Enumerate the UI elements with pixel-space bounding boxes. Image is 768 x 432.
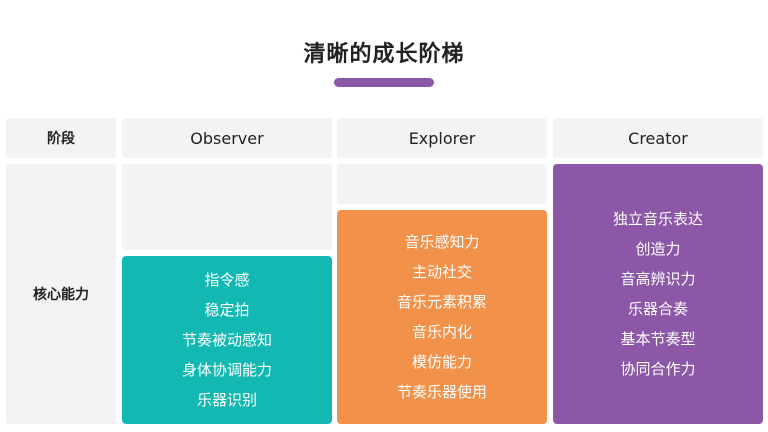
explorer-ability-item: 主动社交	[411, 263, 472, 281]
explorer-ability-item: 节奏乐器使用	[396, 383, 487, 401]
explorer-ability-item: 音乐元素积累	[396, 293, 487, 311]
creator-ability-box: 独立音乐表达 创造力 音高辨识力 乐器合奏 基本节奏型 协同合作力	[553, 164, 763, 424]
header-creator: Creator	[553, 118, 763, 158]
creator-ability-item: 基本节奏型	[620, 330, 696, 348]
observer-ability-item: 乐器识别	[196, 391, 257, 409]
explorer-ability-item: 音乐内化	[411, 323, 472, 341]
title-underline	[334, 78, 434, 87]
creator-ability-item: 音高辨识力	[620, 270, 696, 288]
header-stage-label: 阶段	[6, 118, 116, 158]
observer-ability-item: 指令感	[204, 271, 250, 289]
explorer-ability-box: 音乐感知力 主动社交 音乐元素积累 音乐内化 模仿能力 节奏乐器使用	[337, 210, 547, 424]
header-explorer: Explorer	[337, 118, 547, 158]
observer-ability-item: 身体协调能力	[181, 361, 272, 379]
observer-ability-item: 稳定拍	[204, 301, 250, 319]
page-title: 清晰的成长阶梯	[303, 42, 465, 67]
explorer-ability-item: 模仿能力	[411, 353, 472, 371]
explorer-ability-item: 音乐感知力	[404, 233, 480, 251]
creator-ability-item: 创造力	[635, 240, 681, 258]
creator-ability-item: 协同合作力	[620, 360, 696, 378]
row-label-core-ability: 核心能力	[6, 164, 116, 424]
observer-spacer	[122, 164, 332, 250]
header-observer: Observer	[122, 118, 332, 158]
creator-ability-item: 乐器合奏	[627, 300, 688, 318]
explorer-spacer	[337, 164, 547, 204]
observer-ability-box: 指令感 稳定拍 节奏被动感知 身体协调能力 乐器识别	[122, 256, 332, 424]
creator-ability-item: 独立音乐表达	[612, 210, 703, 228]
observer-ability-item: 节奏被动感知	[181, 331, 272, 349]
